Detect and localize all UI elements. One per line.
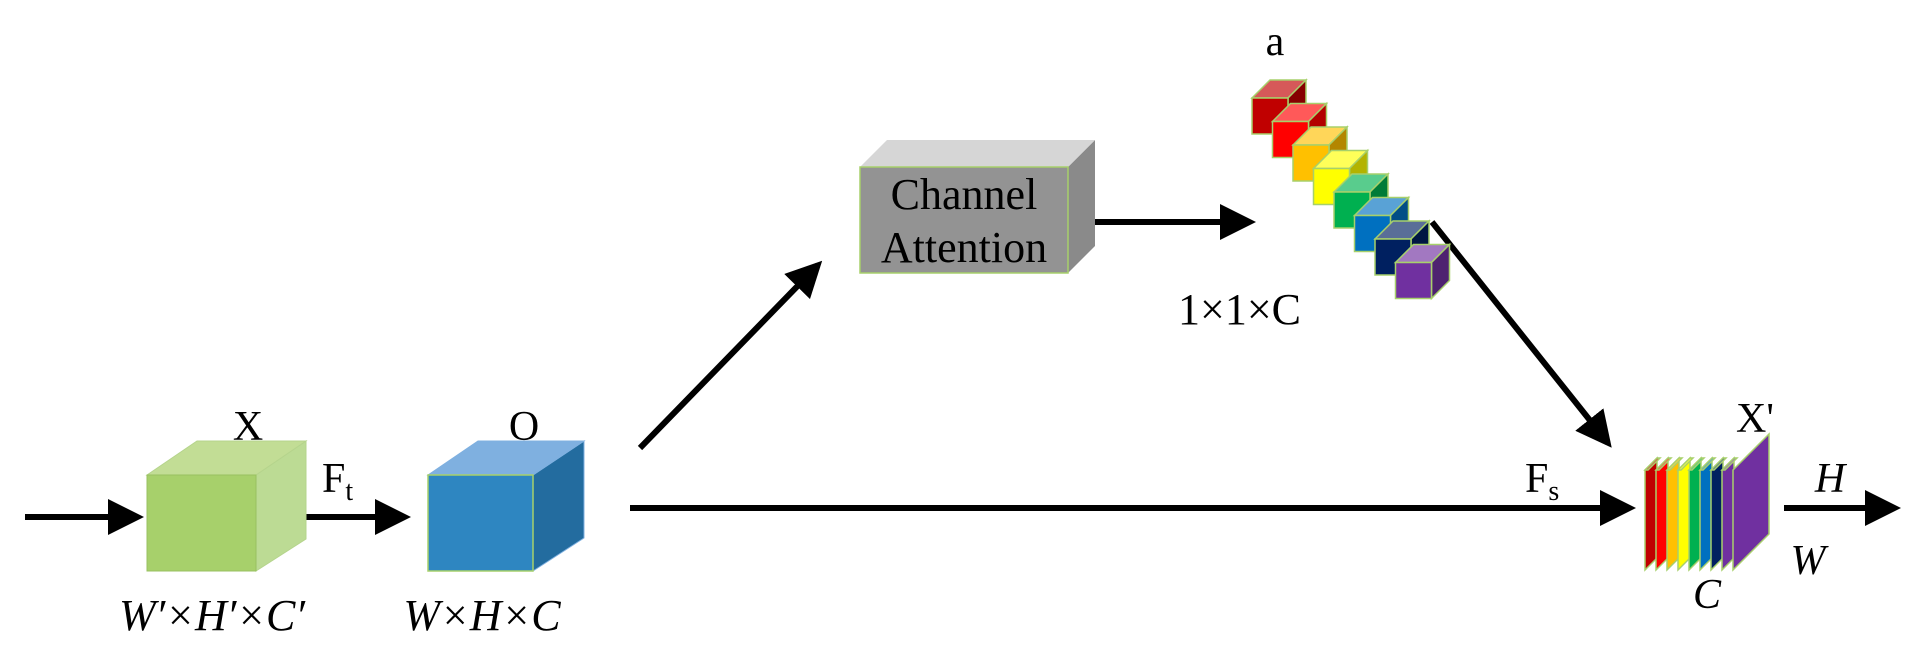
attention-weights-vector: [1250, 78, 1452, 301]
channel-slice: [1676, 456, 1695, 572]
channel-attention-box: Channel Attention: [859, 140, 1095, 274]
channel-slice: [1720, 456, 1739, 572]
transform-label-main: F: [322, 456, 345, 502]
input-cube-front: [146, 474, 257, 572]
channel-slice: [1643, 456, 1662, 572]
channel-slice-top: [1698, 457, 1717, 471]
result-c-label: C: [1693, 572, 1722, 618]
channel-slice: [1698, 456, 1717, 572]
channel-slice-top: [1643, 457, 1662, 471]
to-attention-arrow: [637, 260, 823, 451]
output-name-label: O: [509, 404, 539, 450]
attention-box-side: [1068, 140, 1095, 273]
input-dims-label: W′×H′×C′: [119, 591, 306, 640]
weights-dims-label: 1×1×C: [1178, 285, 1301, 334]
weights-arrow: [1429, 220, 1612, 448]
input-cube: [145, 440, 308, 572]
scale-label-main: F: [1525, 456, 1548, 502]
channel-slice-top: [1676, 457, 1695, 471]
transform-label-sub: t: [345, 476, 353, 507]
channel-slice-face: [1688, 456, 1702, 572]
transform-label: Ft: [322, 456, 353, 507]
result-h-label: H: [1814, 456, 1848, 502]
channel-slice-top: [1720, 457, 1739, 471]
channel-slice-face: [1655, 456, 1669, 572]
output-dims-label: W×H×C: [403, 591, 561, 640]
channel-slice-top: [1709, 457, 1728, 471]
output-cube-front: [427, 474, 534, 572]
channel-slice-top: [1687, 457, 1706, 471]
channel-slice-face: [1699, 456, 1713, 572]
result-w-label: W: [1791, 538, 1830, 584]
input-name-label: X: [233, 404, 263, 450]
channel-slice-top: [1654, 457, 1673, 471]
result-stack-front: [1732, 432, 1770, 572]
result-feature-stack: [1643, 432, 1770, 572]
channel-slice-face: [1666, 456, 1680, 572]
channel-slice-face: [1721, 456, 1735, 572]
weight-cube-front: [1394, 261, 1433, 300]
channel-slice-face: [1710, 456, 1724, 572]
channel-slice-face: [1677, 456, 1691, 572]
scale-label: Fs: [1525, 456, 1559, 507]
result-stack-front-face: [1732, 432, 1770, 572]
output-cube: [426, 440, 586, 572]
attention-box-top: [860, 140, 1095, 167]
channel-slice: [1654, 456, 1673, 572]
scale-label-sub: s: [1548, 476, 1559, 507]
channel-slice: [1665, 456, 1684, 572]
weights-name-label: a: [1266, 19, 1285, 65]
channel-slice-face: [1644, 456, 1658, 572]
attention-box-front: [859, 166, 1069, 274]
attention-label-line1: Channel: [891, 170, 1038, 219]
attention-label-line2: Attention: [881, 223, 1047, 272]
result-name-label: X': [1736, 396, 1774, 442]
weight-cube: [1393, 242, 1452, 301]
channel-slice-top: [1665, 457, 1684, 471]
